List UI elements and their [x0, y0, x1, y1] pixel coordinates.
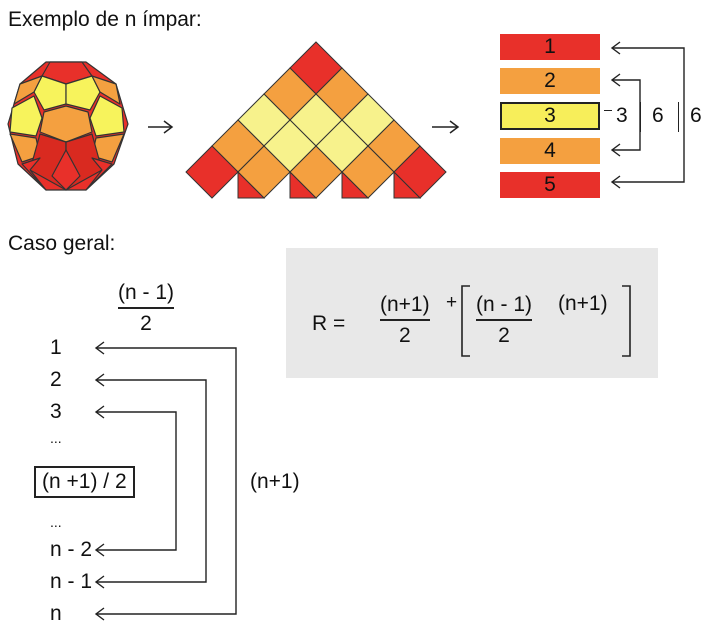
- bracket-label-6-outer: 6: [690, 104, 702, 128]
- formula-frac1-numerator: (n+1): [380, 292, 430, 318]
- separator-line: [640, 102, 641, 132]
- list-item-3: 3: [50, 400, 62, 424]
- formula-plus: +: [446, 292, 457, 314]
- formula-frac1-denominator: 2: [399, 323, 411, 349]
- middle-term-box: (n +1) / 2: [34, 466, 135, 498]
- bracket-label-6-inner: 6: [652, 104, 664, 128]
- list-item-n-2: n - 2: [50, 538, 92, 562]
- formula-frac2-denominator: 2: [498, 323, 510, 349]
- formula-factor: (n+1): [558, 292, 608, 316]
- top-fraction-denominator: 2: [140, 311, 152, 337]
- strip-tile-3: 3: [500, 102, 600, 130]
- color-strip: 1 2 3 4 5: [500, 34, 600, 200]
- strip-tile-4: 4: [500, 138, 600, 164]
- fraction-bar: [118, 307, 174, 309]
- general-heading: Caso geral:: [8, 232, 115, 256]
- list-item-2: 2: [50, 368, 62, 392]
- list-item-n-1: n - 1: [50, 570, 92, 594]
- list-item-n: n: [50, 602, 62, 626]
- strip-tile-2: 2: [500, 68, 600, 94]
- separator-line: [678, 102, 679, 132]
- strip-tile-5: 5: [500, 172, 600, 198]
- formula-frac2-numerator: (n - 1): [476, 292, 532, 318]
- list-item-1: 1: [50, 336, 62, 360]
- formula-fraction-2: (n - 1) 2: [476, 292, 532, 349]
- bracket-label-3: 3: [616, 104, 628, 128]
- outer-bracket-label: (n+1): [250, 470, 300, 494]
- fraction-bar: [476, 319, 532, 321]
- list-ellipsis-1: ...: [50, 430, 62, 446]
- top-fraction: (n - 1) 2: [118, 280, 174, 337]
- diamond-triangle: [186, 42, 446, 198]
- formula-fraction-1: (n+1) 2: [380, 292, 430, 349]
- fraction-bar: [380, 319, 430, 321]
- separator-line: [604, 110, 612, 111]
- top-fraction-numerator: (n - 1): [118, 280, 174, 306]
- formula-lhs: R =: [312, 312, 345, 336]
- strip-tile-1: 1: [500, 34, 600, 60]
- list-ellipsis-2: ...: [50, 514, 62, 530]
